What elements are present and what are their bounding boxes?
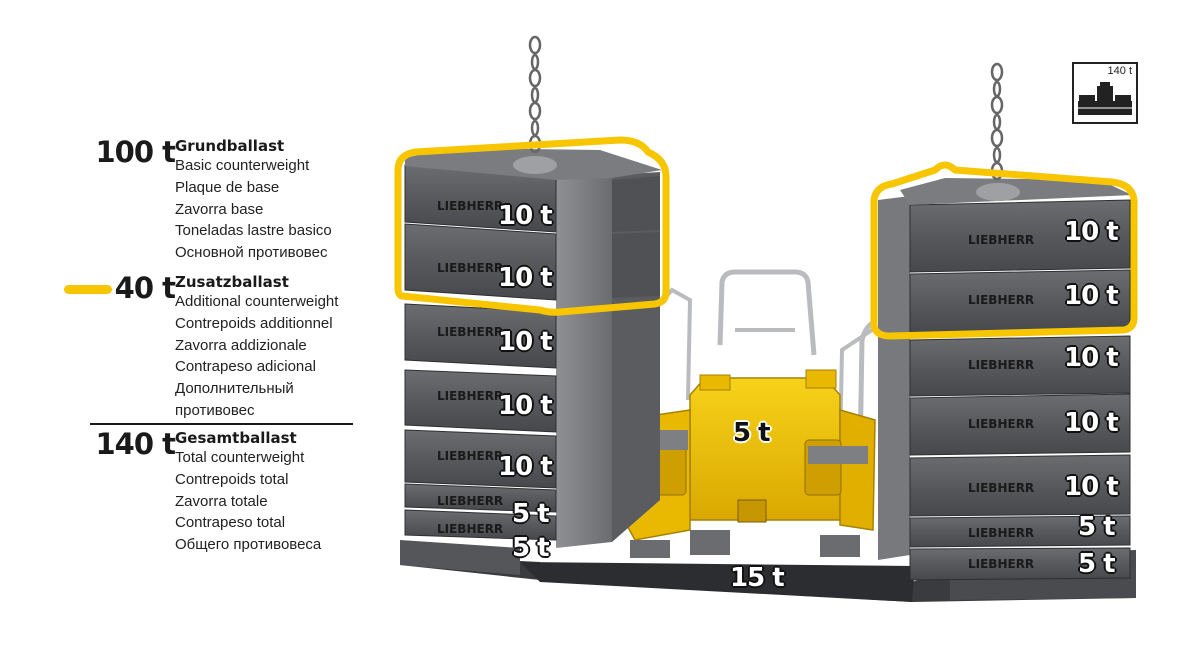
legend-total-heading: Gesamtballast xyxy=(175,429,297,447)
legend-translation-line: Total counterweight xyxy=(175,449,305,466)
left-stack-brand-5: LIEBHERR xyxy=(437,449,503,463)
right-plate-label-3: 10 t xyxy=(1064,343,1119,373)
legend-total-value: 140 t xyxy=(95,427,177,461)
legend-translation-line: Zavorra addizionale xyxy=(175,336,307,354)
left-plate-label-2: 10 t xyxy=(498,263,553,293)
left-plate-label-6: 5 t xyxy=(512,499,550,529)
legend-translation-line: Contrapeso adicional xyxy=(175,358,316,376)
legend-translation-line: Additional counterweight xyxy=(175,293,339,310)
left-plate-label-1: 10 t xyxy=(498,201,553,231)
right-plate-label-7: 5 t xyxy=(1078,549,1116,579)
left-stack-brand-3: LIEBHERR xyxy=(437,325,503,339)
right-plate-label-2: 10 t xyxy=(1064,281,1119,311)
left-stack-brand-4: LIEBHERR xyxy=(437,389,503,403)
legend-translation-line: Toneladas lastre basico xyxy=(175,222,332,240)
legend-translation-line: Основной противовес xyxy=(175,244,328,262)
highlight-swatch xyxy=(64,285,112,294)
right-stack-brand-2: LIEBHERR xyxy=(968,293,1034,307)
legend-divider xyxy=(90,423,353,425)
right-counterweight-stack: LIEBHERR LIEBHERR LIEBHERR LIEBHERR LIEB… xyxy=(870,62,1138,581)
legend-translation-line: Zavorra totale xyxy=(175,492,268,510)
left-plate-label-5: 10 t xyxy=(498,452,553,482)
right-stack-brand-3: LIEBHERR xyxy=(968,358,1034,372)
left-stack-brand-2: LIEBHERR xyxy=(437,261,503,275)
legend-translation-line: Contrapeso total xyxy=(175,514,286,532)
left-stack-brand-6: LIEBHERR xyxy=(437,494,503,508)
base-plate-label: 15 t xyxy=(730,563,785,593)
legend-translation-line: Общего противовеса xyxy=(175,536,322,554)
right-stack-brand-6: LIEBHERR xyxy=(968,526,1034,540)
left-stack-brand-1: LIEBHERR xyxy=(437,199,503,213)
total-counterweight-icon-label: 140 t xyxy=(1107,65,1132,77)
legend-translation-line: Zavorra base xyxy=(175,200,264,218)
legend-translation-line: Contrepoids total xyxy=(175,470,289,488)
legend-additional: 40 t Zusatzballast Additional counterwei… xyxy=(64,273,338,422)
total-counterweight-icon: 140 t xyxy=(1072,62,1138,124)
right-plate-label-1: 10 t xyxy=(1064,217,1119,247)
legend-additional-value: 40 t xyxy=(114,271,176,305)
legend-translation-line: Contrepoids additionnel xyxy=(175,314,333,332)
legend-translation-line: Plaque de base xyxy=(175,178,280,196)
legend-additional-heading: Zusatzballast xyxy=(175,273,289,291)
counterweight-glyph-icon xyxy=(1078,82,1132,115)
left-additional-highlight xyxy=(394,136,670,316)
legend-translation-line: противовес xyxy=(175,401,255,419)
right-plate-label-5: 10 t xyxy=(1064,472,1119,502)
legend-base-value: 100 t xyxy=(95,135,177,169)
right-stack-brand-5: LIEBHERR xyxy=(968,481,1034,495)
right-chain xyxy=(990,62,1004,181)
right-stack-brand-7: LIEBHERR xyxy=(968,557,1034,571)
right-plate-label-4: 10 t xyxy=(1064,408,1119,438)
crane-body-label: 5 t xyxy=(733,418,771,448)
legend-base-heading: Grundballast xyxy=(175,137,285,155)
legend-translation-line: Basic counterweight xyxy=(175,157,310,174)
left-chain xyxy=(528,35,542,154)
right-stack-brand-4: LIEBHERR xyxy=(968,417,1034,431)
left-plate-label-4: 10 t xyxy=(498,391,553,421)
left-stack-brand-7: LIEBHERR xyxy=(437,522,503,536)
right-additional-highlight xyxy=(870,161,1138,340)
left-plate-label-7: 5 t xyxy=(512,533,550,563)
left-plate-label-3: 10 t xyxy=(498,327,553,357)
legend-translation-line: Дополнительный xyxy=(175,380,294,398)
right-stack-brand-1: LIEBHERR xyxy=(968,233,1034,247)
right-plate-label-6: 5 t xyxy=(1078,512,1116,542)
left-counterweight-stack: LIEBHERR LIEBHERR LIEBHERR LIEBHERR LIEB… xyxy=(394,35,670,548)
